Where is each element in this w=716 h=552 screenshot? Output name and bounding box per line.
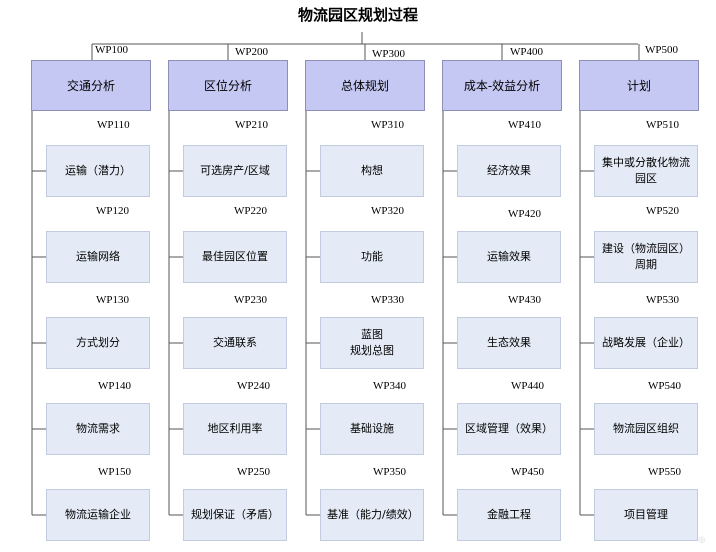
workpackage-code: WP100 bbox=[95, 44, 128, 56]
watermark: ⊕ bbox=[697, 535, 706, 546]
task-box: 功能 bbox=[320, 231, 424, 283]
task-box: 蓝图 规划总图 bbox=[320, 317, 424, 369]
task-code: WP120 bbox=[96, 205, 129, 217]
task-code: WP350 bbox=[373, 466, 406, 478]
task-code: WP320 bbox=[371, 205, 404, 217]
task-code: WP310 bbox=[371, 119, 404, 131]
task-code: WP410 bbox=[508, 119, 541, 131]
page-title: 物流园区规划过程 bbox=[297, 6, 418, 24]
task-box: 区域管理（效果） bbox=[457, 403, 561, 455]
task-box: 经济效果 bbox=[457, 145, 561, 197]
task-box: 构想 bbox=[320, 145, 424, 197]
task-code: WP210 bbox=[235, 119, 268, 131]
task-box: 运输效果 bbox=[457, 231, 561, 283]
task-box: 地区利用率 bbox=[183, 403, 287, 455]
task-code: WP240 bbox=[237, 380, 270, 392]
workpackage-header: 总体规划 bbox=[305, 60, 425, 111]
workpackage-code: WP400 bbox=[510, 46, 543, 58]
workpackage-code: WP500 bbox=[645, 44, 678, 56]
workpackage-header: 计划 bbox=[579, 60, 699, 111]
task-box: 基础设施 bbox=[320, 403, 424, 455]
task-box: 战略发展（企业） bbox=[594, 317, 698, 369]
task-code: WP110 bbox=[97, 119, 130, 131]
task-box: 金融工程 bbox=[457, 489, 561, 541]
task-box: 物流需求 bbox=[46, 403, 150, 455]
task-code: WP340 bbox=[373, 380, 406, 392]
workpackage-code: WP200 bbox=[235, 46, 268, 58]
task-box: 集中或分散化物流园区 bbox=[594, 145, 698, 197]
task-box: 项目管理 bbox=[594, 489, 698, 541]
task-box: 生态效果 bbox=[457, 317, 561, 369]
task-box: 基准（能力/绩效） bbox=[320, 489, 424, 541]
task-code: WP230 bbox=[234, 294, 267, 306]
task-code: WP550 bbox=[648, 466, 681, 478]
workpackage-header: 区位分析 bbox=[168, 60, 288, 111]
task-code: WP330 bbox=[371, 294, 404, 306]
task-code: WP220 bbox=[234, 205, 267, 217]
task-code: WP450 bbox=[511, 466, 544, 478]
task-code: WP140 bbox=[98, 380, 131, 392]
task-code: WP130 bbox=[96, 294, 129, 306]
workpackage-header: 交通分析 bbox=[31, 60, 151, 111]
task-box: 可选房产/区域 bbox=[183, 145, 287, 197]
task-box: 物流运输企业 bbox=[46, 489, 150, 541]
task-code: WP250 bbox=[237, 466, 270, 478]
task-box: 交通联系 bbox=[183, 317, 287, 369]
task-code: WP530 bbox=[646, 294, 679, 306]
task-box: 方式划分 bbox=[46, 317, 150, 369]
workpackage-header: 成本-效益分析 bbox=[442, 60, 562, 111]
task-code: WP440 bbox=[511, 380, 544, 392]
task-code: WP510 bbox=[646, 119, 679, 131]
task-code: WP420 bbox=[508, 208, 541, 220]
task-box: 物流园区组织 bbox=[594, 403, 698, 455]
task-code: WP150 bbox=[98, 466, 131, 478]
task-box: 运输（潜力） bbox=[46, 145, 150, 197]
task-box: 建设（物流园区）周期 bbox=[594, 231, 698, 283]
workpackage-code: WP300 bbox=[372, 48, 405, 60]
task-box: 最佳园区位置 bbox=[183, 231, 287, 283]
task-box: 运输网络 bbox=[46, 231, 150, 283]
task-code: WP540 bbox=[648, 380, 681, 392]
task-box: 规划保证（矛盾） bbox=[183, 489, 287, 541]
task-code: WP430 bbox=[508, 294, 541, 306]
task-code: WP520 bbox=[646, 205, 679, 217]
